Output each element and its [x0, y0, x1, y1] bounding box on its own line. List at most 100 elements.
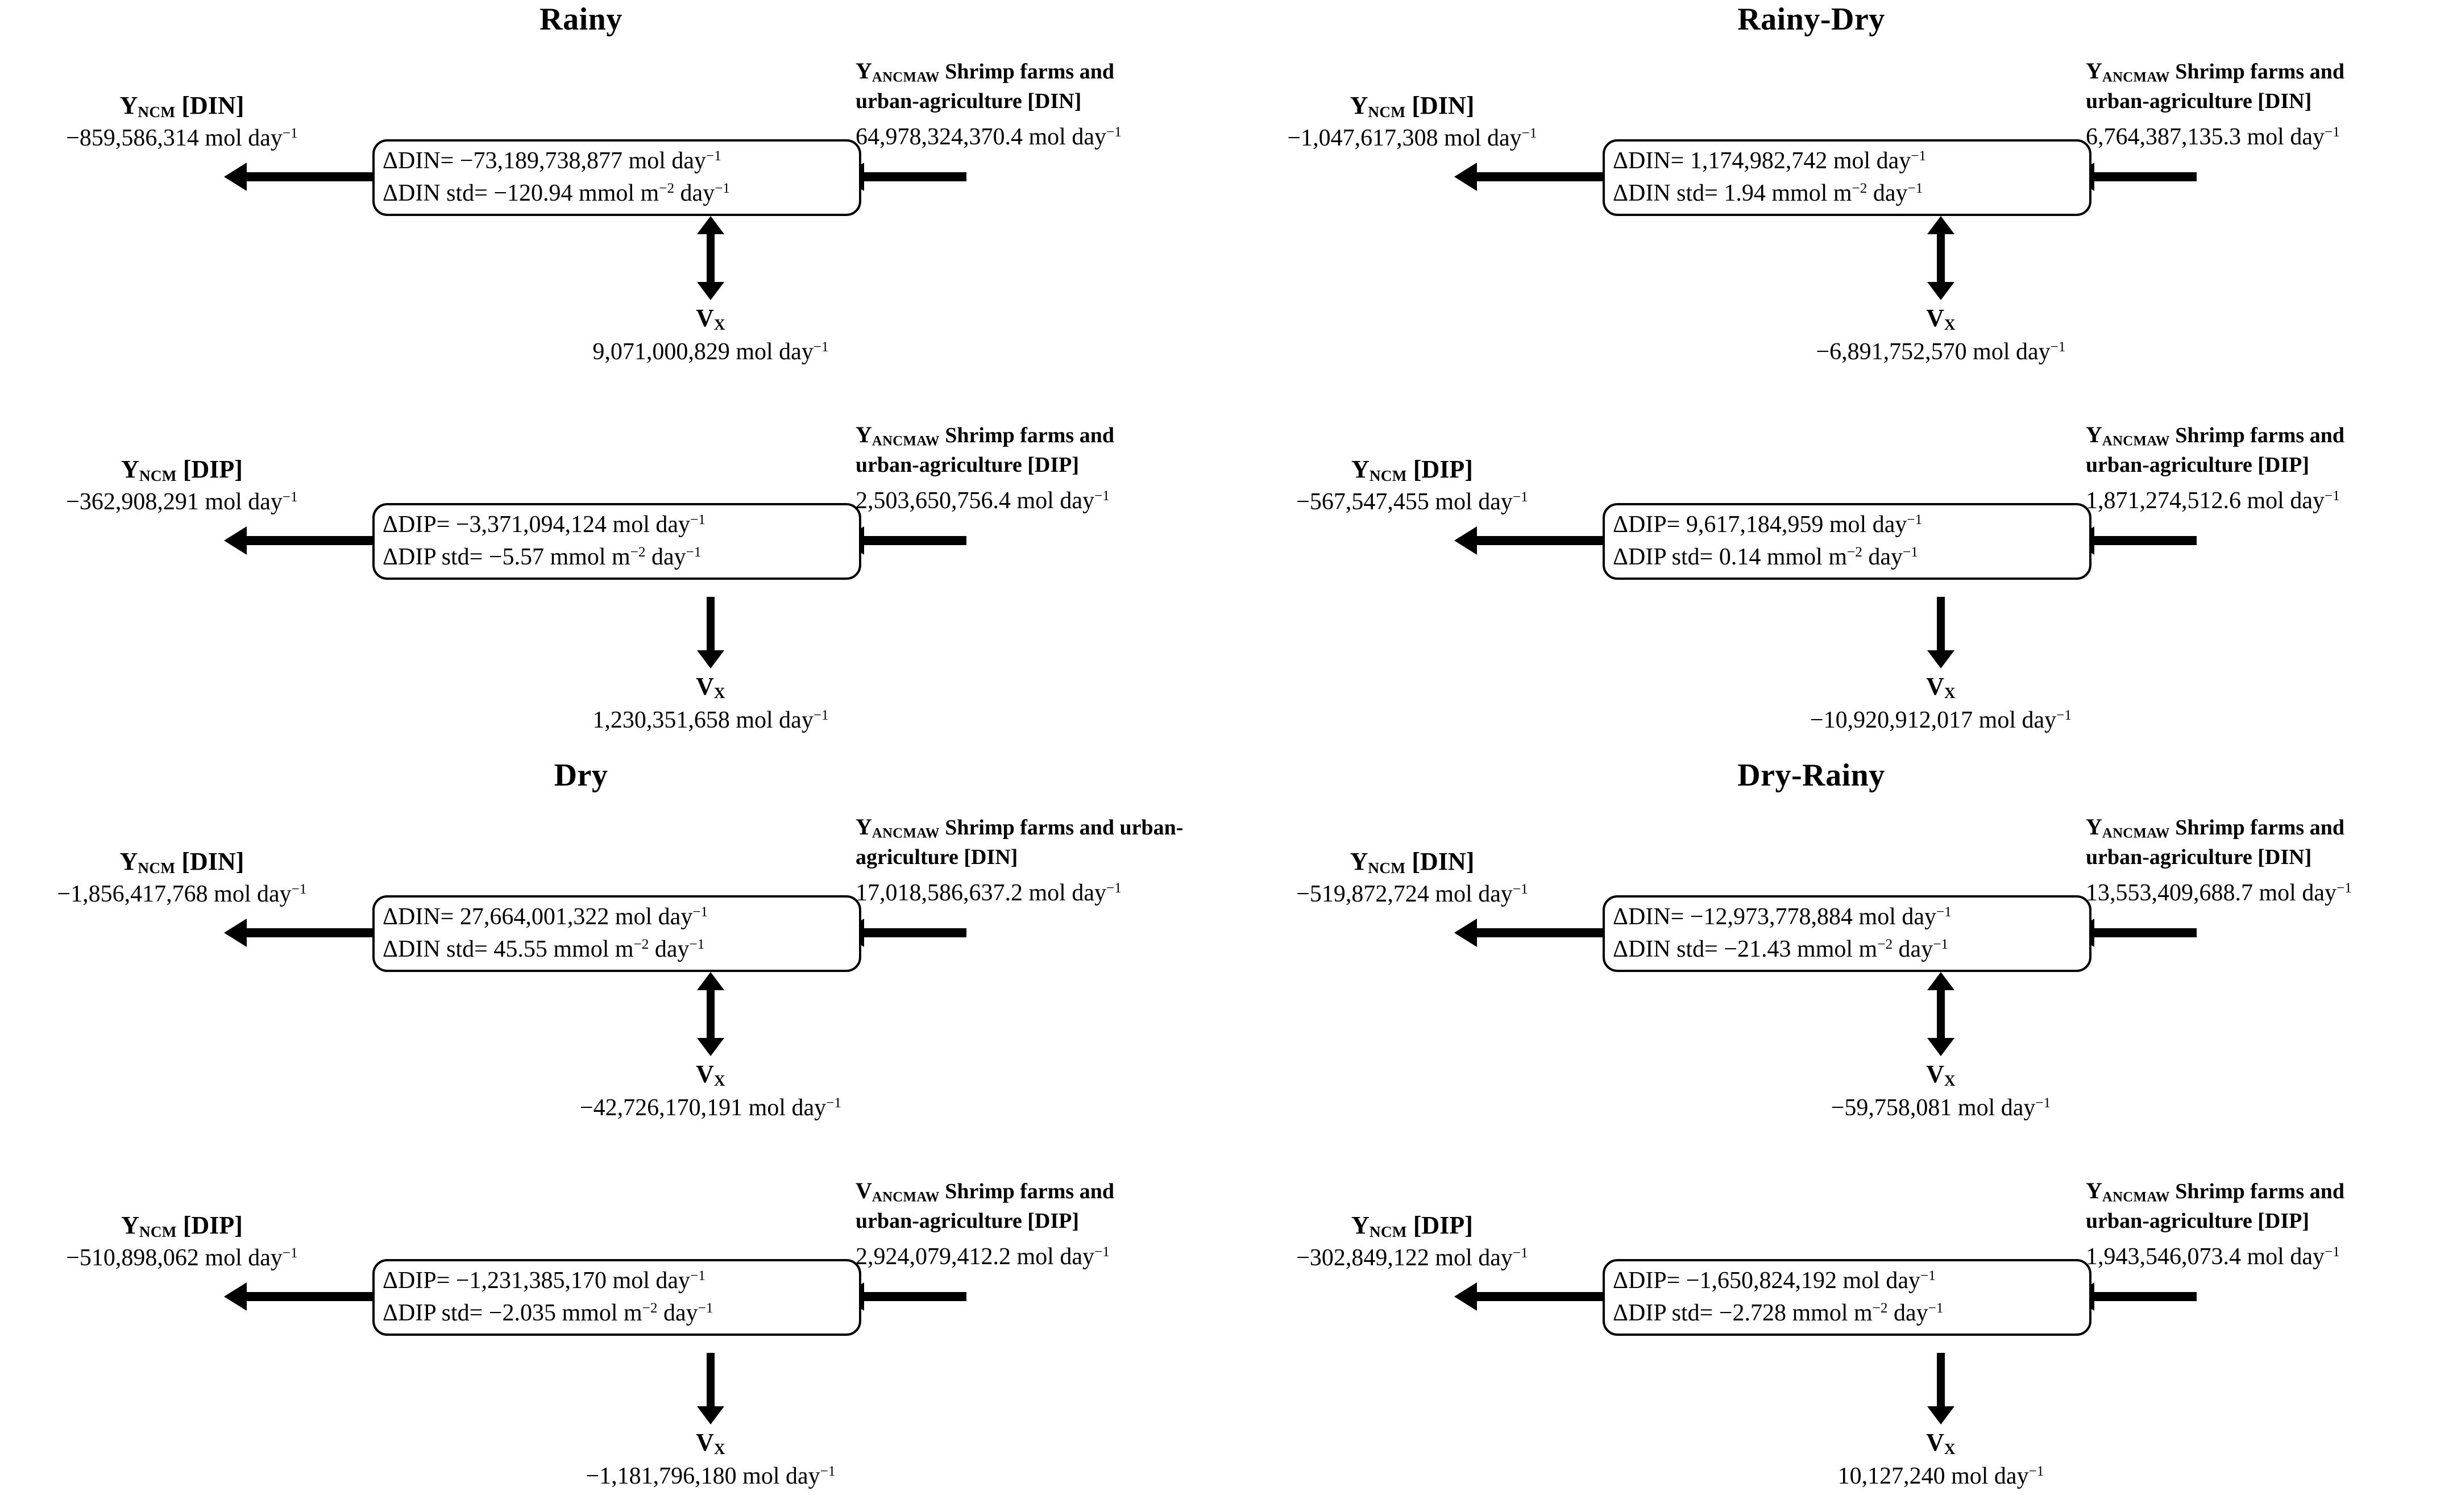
- vx-symbol-din-dry-rainy: VX: [1926, 1060, 1956, 1089]
- export-arrow-dip-dry-rainy: [1454, 1282, 1605, 1311]
- vx-arrow-dip-dry-rainy: [1927, 1353, 1954, 1424]
- delta-dip-dry-rainy-flux: ΔDIP= −1,650,824,192 mol day−1: [1613, 1268, 1936, 1294]
- delta-din-dry-rainy-std: ΔDIN std= −21.43 mmol m−2 day−1: [1613, 936, 1949, 962]
- ancmaw-input-value-din-rainy: 64,978,324,370.4 mol day−1: [856, 123, 1122, 150]
- vx-arrow-dip-rainy: [697, 597, 724, 668]
- delta-dip-rainy-flux: ΔDIP= −3,371,094,124 mol day−1: [383, 512, 705, 538]
- vx-arrow-din-dry: [697, 972, 724, 1056]
- nutrient-unit-din-rainy: YNCM [DIN]−859,586,314 mol day−1 YANCMAW …: [0, 34, 1231, 365]
- nutrient-unit-din-dry-rainy: YNCM [DIN] −519,872,724 mol day−1 YANCMAW …: [1230, 790, 2461, 1121]
- ncm-export-value-dip-rainy: −362,908,291 mol day−1: [66, 489, 298, 515]
- vx-symbol-dip-dry-rainy: VX: [1926, 1428, 1956, 1457]
- ncm-export-value-din-dry: −1,856,417,768 mol day−1: [57, 881, 307, 907]
- ncm-symbol-dip-dry: YNCM [DIP]: [121, 1211, 243, 1240]
- input-arrow-dip-rainy-dry: [2072, 526, 2197, 555]
- export-arrow-dip-dry: [224, 1282, 375, 1311]
- vx-symbol-dip-rainy: VX: [696, 672, 725, 701]
- nutrient-unit-din-rainy-dry: YNCM [DIN]−1,047,617,308 mol day−1 YANCMA…: [1230, 34, 2461, 365]
- input-arrow-dip-dry-rainy: [2072, 1282, 2197, 1311]
- input-arrow-dip-rainy: [841, 526, 966, 555]
- vx-symbol-din-rainy-dry: VX: [1926, 304, 1956, 333]
- ncm-export-label-din-rainy-dry: YNCM [DIN]−1,047,617,308 mol day−1: [1230, 91, 1594, 152]
- ancmaw-input-value-din-dry-rainy: 13,553,409,688.7 mol day−1: [2086, 879, 2352, 906]
- ncm-export-value-dip-dry: −510,898,062 mol day−1: [66, 1245, 298, 1271]
- panel-title-rainy-dry: Rainy-Dry: [1737, 2, 1885, 37]
- panel-title-dry-rainy: Dry-Rainy: [1737, 758, 1885, 793]
- ncm-export-value-din-dry-rainy: −519,872,724 mol day−1: [1296, 881, 1528, 907]
- panel-title-dry: Dry: [554, 758, 608, 793]
- vx-value-dip-dry: −1,181,796,180 mol day−1: [586, 1463, 836, 1490]
- export-arrow-dip-rainy-dry: [1454, 526, 1605, 555]
- delta-dip-dry-rainy-std: ΔDIP std= −2.728 mmol m−2 day−1: [1613, 1299, 1944, 1326]
- input-arrow-din-rainy: [841, 163, 966, 191]
- input-arrow-din-rainy-dry: [2072, 163, 2197, 191]
- delta-din-rainy-std: ΔDIN std= −120.94 mmol m−2 day−1: [383, 180, 731, 206]
- vx-group-din-dry: VX −42,726,170,191 mol day−1: [506, 972, 915, 1121]
- vx-group-dip-rainy: VX 1,230,351,658 mol day−1: [506, 597, 915, 734]
- vx-arrow-din-dry-rainy: [1927, 972, 1954, 1056]
- vx-group-dip-dry: VX −1,181,796,180 mol day−1: [506, 1353, 915, 1490]
- ancmaw-input-value-dip-rainy: 2,503,650,756.4 mol day−1: [856, 487, 1110, 514]
- ncm-export-label-din-dry-rainy: YNCM [DIN] −519,872,724 mol day−1: [1230, 847, 1594, 908]
- vx-value-dip-rainy: 1,230,351,658 mol day−1: [592, 707, 829, 734]
- ncm-export-label-din-dry: YNCM [DIN] −1,856,417,768 mol day−1: [0, 847, 364, 908]
- input-arrow-din-dry-rainy: [2072, 919, 2197, 947]
- vx-arrow-din-rainy: [697, 216, 724, 300]
- ncm-symbol-dip-dry-rainy: YNCM [DIP]: [1351, 1211, 1473, 1240]
- ancmaw-input-value-dip-dry-rainy: 1,943,546,073.4 mol day−1: [2086, 1243, 2340, 1270]
- ncm-symbol-dip-rainy-dry: YNCM [DIP]: [1351, 455, 1473, 484]
- ncm-export-label-din-rainy: YNCM [DIN]−859,586,314 mol day−1: [0, 91, 364, 152]
- vx-group-dip-rainy-dry: VX−10,920,912,017 mol day−1: [1736, 597, 2145, 734]
- panel-title-rainy: Rainy: [539, 2, 622, 37]
- ancmaw-input-value-dip-rainy-dry: 1,871,274,512.6 mol day−1: [2086, 487, 2340, 514]
- ancmaw-input-value-din-dry: 17,018,586,637.2 mol day−1: [856, 879, 1122, 906]
- ncm-export-value-dip-dry-rainy: −302,849,122 mol day−1: [1296, 1245, 1528, 1271]
- vx-value-din-dry-rainy: −59,758,081 mol day−1: [1831, 1095, 2051, 1121]
- ncm-symbol-din-rainy: YNCM [DIN]: [119, 92, 244, 121]
- export-arrow-din-dry: [224, 919, 375, 947]
- vx-symbol-din-dry: VX: [696, 1060, 725, 1089]
- ancmaw-symbol-din-dry: YANCMAW Shrimp farms and urban-agricultu…: [856, 814, 1184, 870]
- vx-arrow-dip-rainy-dry: [1927, 597, 1954, 668]
- ncm-symbol-din-dry: YNCM [DIN]: [119, 848, 244, 877]
- ncm-symbol-din-rainy-dry: YNCM [DIN]: [1350, 92, 1475, 121]
- delta-din-rainy-dry-std: ΔDIN std= 1.94 mmol m−2 day−1: [1613, 180, 1923, 206]
- ancmaw-input-value-dip-dry: 2,924,079,412.2 mol day−1: [856, 1243, 1110, 1270]
- ncm-symbol-din-dry-rainy: YNCM [DIN]: [1350, 848, 1475, 877]
- nutrient-unit-dip-dry: YNCM [DIP] −510,898,062 mol day−1 VANCMAW …: [0, 1154, 1231, 1489]
- ncm-export-value-dip-rainy-dry: −567,547,455 mol day−1: [1296, 489, 1528, 515]
- vx-symbol-dip-rainy-dry: VX: [1926, 672, 1956, 701]
- export-arrow-din-rainy-dry: [1454, 163, 1605, 191]
- ncm-symbol-dip-rainy: YNCM [DIP]: [121, 455, 243, 484]
- delta-din-dry-std: ΔDIN std= 45.55 mmol m−2 day−1: [383, 936, 705, 962]
- delta-din-rainy-dry-flux: ΔDIN= 1,174,982,742 mol day−1: [1613, 148, 1927, 174]
- delta-dip-rainy-dry-flux: ΔDIP= 9,617,184,959 mol day−1: [1613, 512, 1923, 538]
- vx-value-din-dry: −42,726,170,191 mol day−1: [580, 1095, 841, 1121]
- vx-symbol-din-rainy: VX: [696, 304, 725, 333]
- delta-din-dry-rainy-flux: ΔDIN= −12,973,778,884 mol day−1: [1613, 904, 1952, 930]
- vx-symbol-dip-dry: VX: [696, 1428, 725, 1457]
- vx-value-din-rainy-dry: −6,891,752,570 mol day−1: [1816, 339, 2066, 365]
- vx-value-din-rainy: 9,071,000,829 mol day−1: [592, 339, 829, 365]
